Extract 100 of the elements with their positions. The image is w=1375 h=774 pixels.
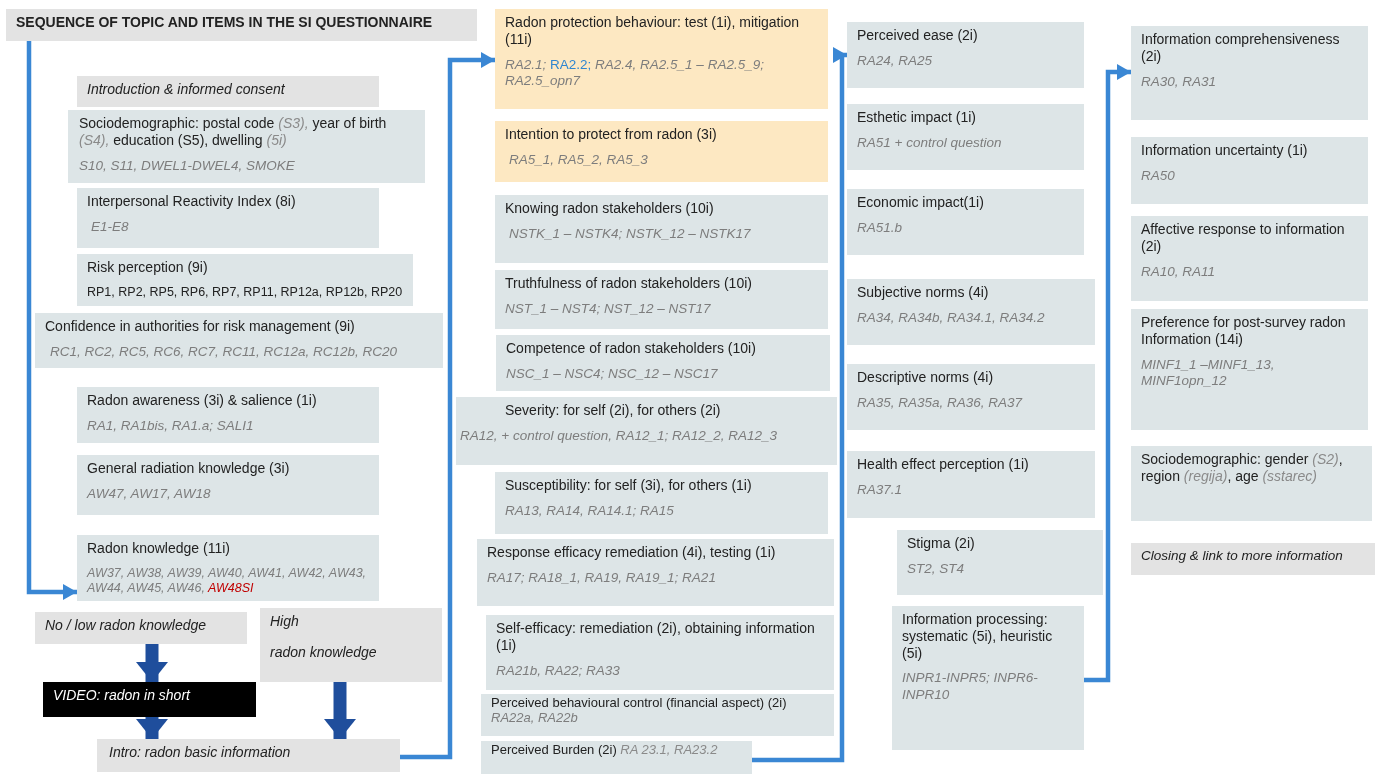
- topic-heading: Subjective norms (4i): [857, 284, 989, 301]
- item-codes: RA50: [1141, 167, 1175, 184]
- topic-heading: Response efficacy remediation (4i), testing (1i): [487, 544, 776, 561]
- item-codes: RA24, RA25: [857, 52, 933, 69]
- topic-heading: Risk perception (9i): [87, 259, 208, 276]
- block-arrow: [136, 644, 168, 682]
- topic-box: [847, 451, 1095, 518]
- item-codes: RA30, RA31: [1141, 73, 1217, 90]
- topic-box: [847, 364, 1095, 430]
- item-codes: AW47, AW17, AW18: [87, 485, 211, 502]
- topic-heading: Confidence in authorities for risk management (9i): [45, 318, 355, 335]
- arrow: [1084, 64, 1131, 683]
- topic-box: [77, 387, 379, 443]
- topic-heading: Perceived ease (2i): [857, 27, 978, 44]
- topic-box: [1131, 309, 1368, 430]
- title-banner: [6, 9, 477, 41]
- video-step-box: [43, 682, 256, 717]
- topic-box: [481, 741, 752, 774]
- topic-box: [1131, 137, 1368, 204]
- block-arrow: [324, 682, 356, 739]
- item-codes: RA21b, RA22; RA33: [496, 662, 620, 679]
- step-box: [77, 76, 379, 107]
- topic-box: [495, 472, 828, 534]
- topic-box: [477, 539, 834, 606]
- title: SEQUENCE OF TOPIC AND ITEMS IN THE SI QUESTIONNAIRE: [16, 14, 433, 31]
- topic-heading: Information uncertainty (1i): [1141, 142, 1308, 159]
- topic-heading: Esthetic impact (1i): [857, 109, 977, 126]
- topic-heading: Stigma (2i): [907, 535, 975, 552]
- topic-heading: Knowing radon stakeholders (10i): [505, 200, 714, 217]
- item-codes: NSTK_1 – NSTK4; NSTK_12 – NSTK17: [509, 225, 751, 242]
- topic-heading: Health effect perception (1i): [857, 456, 1029, 473]
- topic-heading: Interpersonal Reactivity Index (8i): [87, 193, 296, 210]
- arrow: [400, 52, 495, 760]
- item-codes: NSC_1 – NSC4; NSC_12 – NSC17: [506, 365, 718, 382]
- step-label: VIDEO: radon in short: [53, 687, 190, 704]
- topic-heading: Radon knowledge (11i): [87, 540, 230, 557]
- topic-box: [847, 104, 1084, 170]
- item-codes: INPR1-INPR5; INPR6-INPR10: [902, 670, 1039, 703]
- block-arrow: [136, 717, 168, 739]
- topic-heading: Radon protection behaviour: test (1i), mitigation (11i): [505, 14, 801, 48]
- step-label: Closing & link to more information: [1141, 548, 1343, 565]
- item-codes: ST2, ST4: [907, 560, 965, 577]
- item-codes: RA5_1, RA5_2, RA5_3: [509, 151, 648, 168]
- topic-box: [847, 279, 1095, 345]
- step-label: radon knowledge: [270, 643, 377, 661]
- step-box: [260, 608, 442, 682]
- topic-box: [77, 535, 379, 601]
- item-codes: NST_1 – NST4; NST_12 – NST17: [505, 300, 711, 317]
- topic-box: [1131, 26, 1368, 120]
- item-codes: RA51.b: [857, 219, 903, 236]
- topic-heading: Economic impact(1i): [857, 194, 984, 211]
- item-codes: RP1, RP2, RP5, RP6, RP7, RP11, RP12a, RP12b, RP20: [87, 284, 403, 300]
- topic-box: [77, 254, 413, 306]
- topic-heading: Information processing: systematic (5i), heuristic (5i): [902, 611, 1054, 662]
- item-codes: RA10, RA11: [1141, 263, 1216, 280]
- topic-box: [847, 22, 1084, 88]
- topic-box: [456, 397, 837, 465]
- item-codes: AW37, AW38, AW39, AW40, AW41, AW42, AW43, AW44, AW45, AW46, AW48SI: [87, 565, 368, 596]
- step-label: No / low radon knowledge: [45, 617, 207, 634]
- step-box: [1131, 543, 1375, 575]
- topic-box: [77, 188, 379, 248]
- item-codes: MINF1_1 –MINF1_13, MINF1opn_12: [1141, 356, 1276, 389]
- topic-heading: Perceived Burden (2i) RA 23.1, RA23.2: [491, 743, 718, 758]
- topic-box: [897, 530, 1103, 595]
- topic-box: [892, 606, 1084, 750]
- topic-heading: Truthfulness of radon stakeholders (10i): [505, 275, 752, 292]
- item-codes: RA22a, RA22b: [491, 711, 578, 726]
- topic-box: [847, 189, 1084, 255]
- topic-box: [495, 121, 828, 182]
- step-label: Introduction & informed consent: [87, 81, 285, 98]
- item-codes: RA13, RA14, RA14.1; RA15: [505, 502, 674, 519]
- topic-heading: Self-efficacy: remediation (2i), obtaining information (1i): [496, 620, 816, 654]
- topic-box: [495, 9, 828, 109]
- topic-box: [1131, 446, 1372, 521]
- topic-heading: Information comprehensiveness (2i): [1141, 31, 1341, 65]
- topic-heading: Preference for post-survey radon Information (14i): [1141, 314, 1347, 348]
- topic-heading: Sociodemographic: postal code (S3), year of birth (S4), education (S5), dwelling (5i): [79, 115, 388, 149]
- item-codes: E1-E8: [91, 218, 129, 235]
- topic-heading: Sociodemographic: gender (S2), region (regija), age (sstarec): [1141, 451, 1344, 485]
- arrow: [26, 41, 77, 600]
- topic-box: [1131, 216, 1368, 301]
- arrow: [752, 47, 849, 763]
- item-codes: RA2.1; RA2.2; RA2.4, RA2.5_1 – RA2.5_9; RA2.5_opn7: [505, 56, 765, 89]
- item-codes: RA1, RA1bis, RA1.a; SALI1: [87, 417, 254, 434]
- topic-heading: Intention to protect from radon (3i): [505, 126, 717, 143]
- topic-heading: Susceptibility: for self (3i), for others (1i): [505, 477, 752, 494]
- item-codes: S10, S11, DWEL1-DWEL4, SMOKE: [79, 157, 295, 174]
- topic-box: [68, 110, 425, 183]
- topic-box: [35, 313, 443, 368]
- item-codes: RA51 + control question: [857, 134, 1002, 151]
- topic-heading: Perceived behavioural control (financial aspect) (2i): [491, 696, 787, 711]
- step-box: [97, 739, 400, 772]
- topic-heading: Descriptive norms (4i): [857, 369, 994, 386]
- topic-box: [496, 335, 830, 391]
- item-codes: RA37.1: [857, 481, 903, 498]
- topic-box: [77, 455, 379, 515]
- step-label: High: [270, 613, 299, 630]
- step-box: [35, 612, 247, 644]
- topic-heading: Radon awareness (3i) & salience (1i): [87, 392, 317, 409]
- item-codes: RC1, RC2, RC5, RC6, RC7, RC11, RC12a, RC12b, RC20: [50, 343, 398, 360]
